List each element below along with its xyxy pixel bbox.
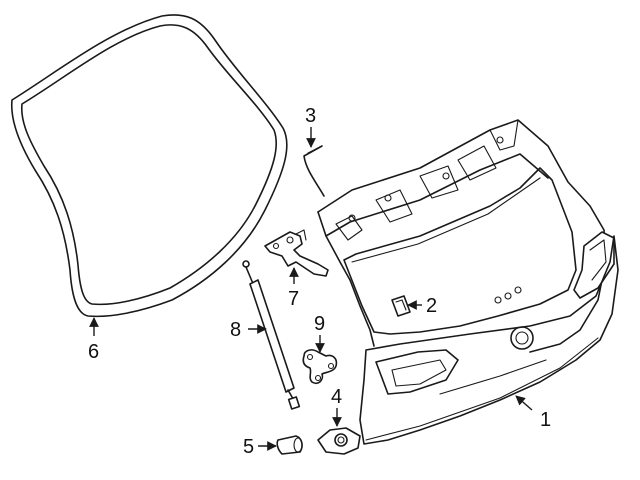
callout-number: 1 <box>540 409 551 431</box>
badge <box>391 295 411 317</box>
callout-number: 9 <box>314 313 325 335</box>
bumper-stop <box>317 427 361 455</box>
callout-number: 2 <box>426 295 437 317</box>
callout-3: 3 <box>305 105 316 148</box>
callout-number: 6 <box>88 341 99 363</box>
liftgate <box>317 119 619 445</box>
callout-8: 8 <box>230 319 267 341</box>
callout-6: 6 <box>88 317 99 363</box>
weatherstrip-seal <box>10 14 288 318</box>
callout-number: 4 <box>331 386 342 408</box>
plug <box>276 435 303 455</box>
cable <box>303 145 325 197</box>
callout-number: 7 <box>288 288 299 310</box>
hinge <box>264 229 329 277</box>
callout-number: 5 <box>243 436 254 458</box>
callout-9: 9 <box>314 313 325 353</box>
callout-5: 5 <box>243 436 277 458</box>
callout-1: 1 <box>515 395 551 431</box>
callout-4: 4 <box>331 386 342 427</box>
bracket <box>302 349 338 385</box>
callout-7: 7 <box>288 267 299 310</box>
gas-strut <box>242 260 301 410</box>
callout-number: 8 <box>230 319 241 341</box>
callout-number: 3 <box>305 105 316 127</box>
callout-2: 2 <box>407 295 437 317</box>
